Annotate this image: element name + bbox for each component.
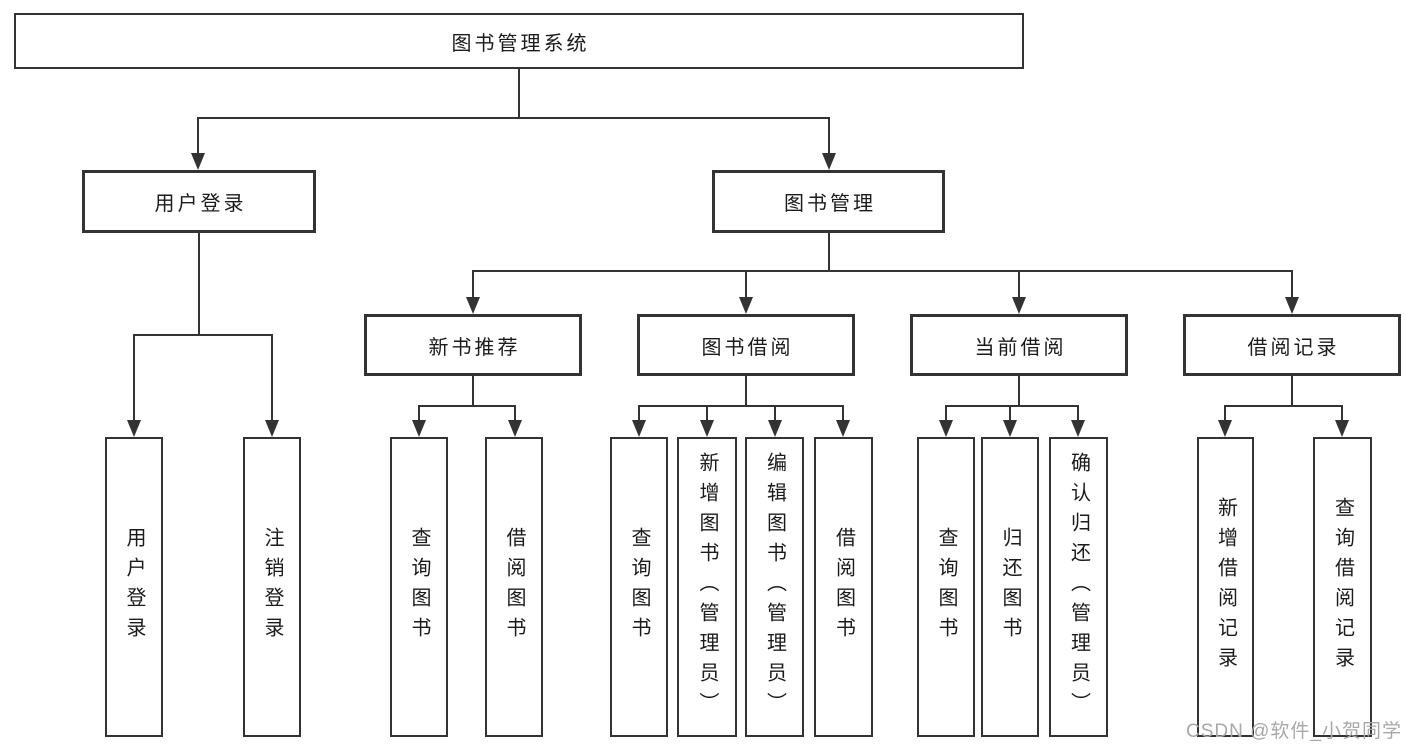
arrow-down-icon xyxy=(1218,420,1232,437)
node-book-borrowing: 图书借阅 xyxy=(637,314,855,376)
leaf-add-borrow-record: 新增借阅记录 xyxy=(1197,437,1254,737)
arrow-down-icon xyxy=(1285,297,1299,314)
leaf-confirm-return-admin-label: 确认归还（管理员） xyxy=(1067,452,1090,722)
connector-vline xyxy=(828,233,830,272)
node-book-borrowing-label: 图书借阅 xyxy=(701,336,794,359)
connector-vline xyxy=(418,405,420,421)
connector-vline xyxy=(1341,405,1343,421)
connector-vline xyxy=(945,405,947,421)
connector-hline xyxy=(472,270,1293,272)
leaf-query-books: 查询图书 xyxy=(917,437,975,737)
connector-vline xyxy=(1291,270,1293,298)
leaf-return-books: 归还图书 xyxy=(981,437,1039,737)
node-book-management-label: 图书管理 xyxy=(784,193,876,215)
connector-vline xyxy=(638,405,640,421)
connector-hline xyxy=(945,405,1079,407)
leaf-logout: 注销登录 xyxy=(243,437,301,737)
node-user-login: 用户登录 xyxy=(82,170,316,233)
connector-hline xyxy=(638,405,844,407)
connector-vline xyxy=(1291,376,1293,407)
node-new-book-recommendation-label: 新书推荐 xyxy=(428,336,521,359)
connector-vline xyxy=(472,376,474,407)
connector-vline xyxy=(1018,270,1020,298)
connector-vline xyxy=(472,270,474,298)
arrow-down-icon xyxy=(1003,420,1017,437)
connector-vline xyxy=(518,69,520,118)
arrow-down-icon xyxy=(700,420,714,437)
arrow-down-icon xyxy=(836,420,850,437)
arrow-down-icon xyxy=(1012,297,1026,314)
leaf-user-login: 用户登录 xyxy=(105,437,163,737)
arrow-down-icon xyxy=(508,420,522,437)
node-new-book-recommendation: 新书推荐 xyxy=(364,314,582,376)
connector-vline xyxy=(198,233,200,336)
leaf-query-books-label: 查询图书 xyxy=(408,527,430,647)
arrow-down-icon xyxy=(191,153,205,170)
connector-vline xyxy=(706,405,708,421)
node-current-borrowing: 当前借阅 xyxy=(910,314,1128,376)
leaf-add-books-admin-label: 新增图书（管理员） xyxy=(696,452,718,722)
connector-vline xyxy=(271,334,273,421)
connector-vline xyxy=(842,405,844,421)
connector-hline xyxy=(1224,405,1343,407)
leaf-query-borrow-record: 查询借阅记录 xyxy=(1313,437,1372,737)
arrow-down-icon xyxy=(739,297,753,314)
node-borrowing-records: 借阅记录 xyxy=(1183,314,1401,376)
connector-vline xyxy=(745,376,747,407)
arrow-down-icon xyxy=(412,420,426,437)
leaf-query-books: 查询图书 xyxy=(610,437,668,737)
leaf-edit-books-admin: 编辑图书（管理员） xyxy=(745,437,804,737)
leaf-query-books-label: 查询图书 xyxy=(628,527,650,647)
leaf-edit-books-admin-label: 编辑图书（管理员） xyxy=(763,452,786,722)
connector-hline xyxy=(418,405,516,407)
node-root: 图书管理系统 xyxy=(14,13,1024,69)
arrow-down-icon xyxy=(1071,420,1085,437)
leaf-logout-label: 注销登录 xyxy=(261,527,283,647)
connector-hline xyxy=(133,334,273,336)
leaf-query-books: 查询图书 xyxy=(390,437,448,737)
node-borrowing-records-label: 借阅记录 xyxy=(1247,336,1340,359)
node-book-management: 图书管理 xyxy=(712,170,945,233)
leaf-borrow-books: 借阅图书 xyxy=(814,437,873,737)
arrow-down-icon xyxy=(768,420,782,437)
node-user-login-label: 用户登录 xyxy=(154,193,247,215)
arrow-down-icon xyxy=(1335,420,1349,437)
leaf-borrow-books-label: 借阅图书 xyxy=(832,527,855,647)
node-root-label: 图书管理系统 xyxy=(451,32,590,55)
arrow-down-icon xyxy=(466,297,480,314)
csdn-watermark: CSDN @软件_小贺同学 xyxy=(1186,721,1402,742)
leaf-return-books-label: 归还图书 xyxy=(999,527,1021,647)
leaf-add-borrow-record-label: 新增借阅记录 xyxy=(1214,497,1237,677)
connector-vline xyxy=(1018,376,1020,407)
connector-vline xyxy=(828,117,830,154)
arrow-down-icon xyxy=(265,420,279,437)
leaf-add-books-admin: 新增图书（管理员） xyxy=(677,437,737,737)
connector-vline xyxy=(1009,405,1011,421)
leaf-confirm-return-admin: 确认归还（管理员） xyxy=(1049,437,1108,737)
leaf-user-login-label: 用户登录 xyxy=(123,527,145,647)
connector-vline xyxy=(514,405,516,421)
leaf-query-books-label: 查询图书 xyxy=(935,527,957,647)
node-current-borrowing-label: 当前借阅 xyxy=(974,336,1067,359)
arrow-down-icon xyxy=(127,420,141,437)
connector-vline xyxy=(1077,405,1079,421)
connector-vline xyxy=(1224,405,1226,421)
connector-hline xyxy=(197,117,830,119)
connector-vline xyxy=(745,270,747,298)
leaf-borrow-books-label: 借阅图书 xyxy=(503,527,525,647)
connector-vline xyxy=(197,117,199,154)
arrow-down-icon xyxy=(632,420,646,437)
arrow-down-icon xyxy=(822,153,836,170)
connector-vline xyxy=(774,405,776,421)
arrow-down-icon xyxy=(939,420,953,437)
leaf-query-borrow-record-label: 查询借阅记录 xyxy=(1331,497,1354,677)
leaf-borrow-books: 借阅图书 xyxy=(485,437,543,737)
connector-vline xyxy=(133,334,135,421)
